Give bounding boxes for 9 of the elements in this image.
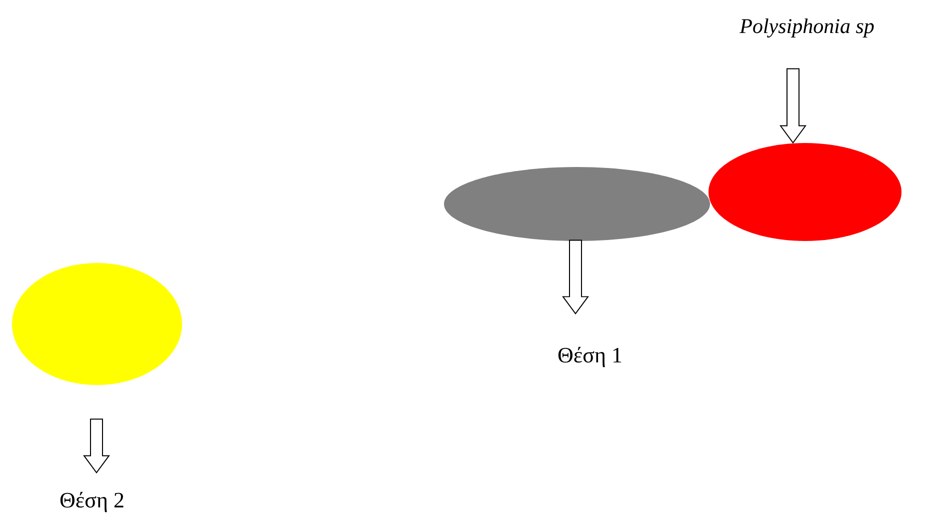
block-arrow	[780, 68, 806, 144]
ellipse	[708, 143, 902, 241]
text-label: Θέση 2	[60, 492, 124, 512]
text-label: Θέση 1	[558, 346, 622, 368]
ellipse	[12, 263, 182, 385]
block-arrow	[83, 418, 110, 474]
ellipse	[444, 166, 710, 241]
block-arrow	[562, 240, 589, 315]
text-label: Polysiphonia sp	[740, 18, 874, 38]
